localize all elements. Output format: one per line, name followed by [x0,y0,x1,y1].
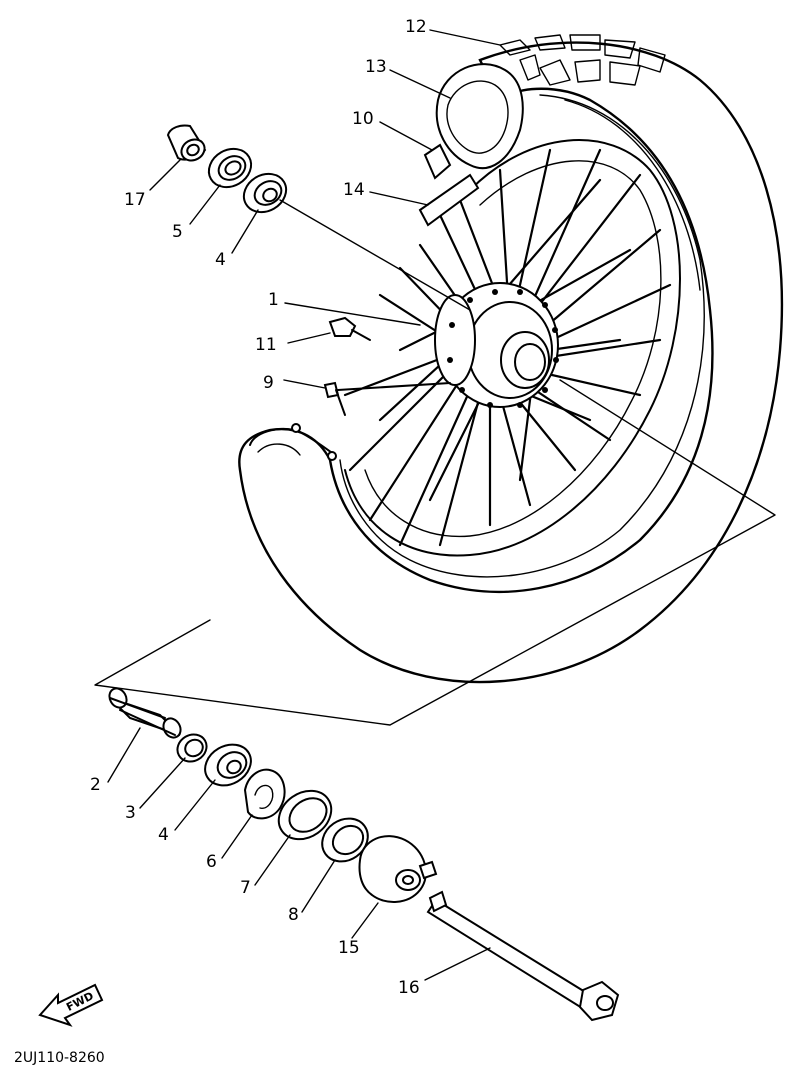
part-5-oil-seal [207,147,253,189]
part-8-circlip [321,817,369,863]
diagram-code: 2UJ110-8260 [14,1050,105,1066]
hub-spoke-holes [447,289,559,408]
callout-7: 7 [240,878,251,898]
callout-4-bottom: 4 [158,825,169,845]
callout-1: 1 [268,290,279,310]
callout-4-top: 4 [215,250,226,270]
part-3-spacer [176,733,208,763]
single-spoke [323,381,451,416]
callout-8: 8 [288,905,299,925]
part-16-axle [426,890,620,1022]
callout-3: 3 [125,803,136,823]
part-6-gear-unit-drive [243,768,286,820]
assembly-lines [94,199,776,726]
callout-11: 11 [255,335,277,355]
tire [238,34,784,684]
part-7-oil-seal [277,789,333,841]
part-4-bearing-top [242,172,288,214]
callout-13: 13 [365,57,387,77]
callout-17: 17 [124,190,146,210]
callout-labels: 12 13 10 14 17 5 4 1 11 9 2 3 4 6 7 8 15… [90,17,427,998]
tire-tread [499,34,666,86]
callout-9: 9 [263,373,274,393]
rim [344,139,681,557]
callout-10: 10 [352,109,374,129]
callout-16: 16 [398,978,420,998]
callout-2: 2 [90,775,101,795]
spoke-nipple [328,316,371,341]
callout-12: 12 [405,17,427,37]
callout-5: 5 [172,222,183,242]
callout-14: 14 [343,180,365,200]
part-15-meter-gear-unit [358,835,438,903]
part-2-collar-spacer [108,687,182,739]
part-17-collar [166,124,207,162]
callout-6: 6 [206,852,217,872]
callout-15: 15 [338,938,360,958]
leader-lines [107,29,501,981]
part-4-bearing-bottom [204,743,252,787]
fwd-arrow-icon: FWD [38,983,104,1027]
hub [434,282,559,408]
rim-band [435,63,524,170]
tube-valve [418,143,480,227]
